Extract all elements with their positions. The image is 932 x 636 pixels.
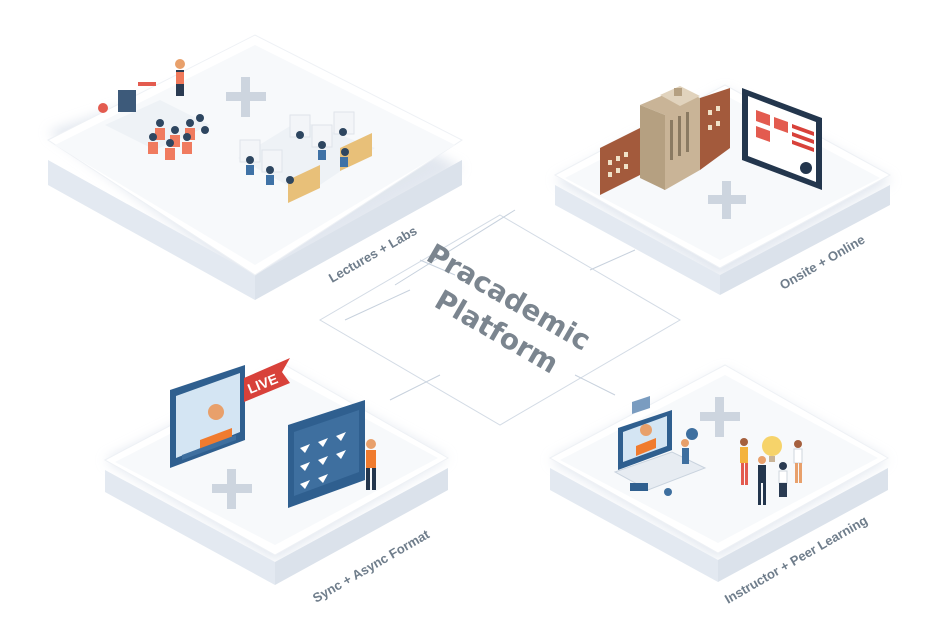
center-grid bbox=[319, 209, 681, 426]
center-title: Pracademic Platform bbox=[421, 237, 596, 380]
university-building-illustration bbox=[600, 86, 730, 195]
card-lectures-labs: Lectures + Labs bbox=[47, 34, 463, 300]
card-instructor-peer: Instructor + Peer Learning bbox=[548, 364, 890, 607]
online-tablet-illustration bbox=[742, 88, 822, 190]
lecture-illustration bbox=[98, 59, 210, 160]
plus-icon bbox=[700, 397, 740, 437]
instructor-laptop-illustration bbox=[613, 396, 707, 496]
plus-icon bbox=[212, 469, 252, 509]
labs-illustration bbox=[238, 111, 375, 203]
card-sync-async: LIVE Sync + Async Format bbox=[103, 358, 450, 606]
live-stream-illustration: LIVE bbox=[170, 358, 290, 468]
peer-learning-illustration bbox=[740, 436, 803, 505]
video-library-illustration bbox=[288, 400, 376, 508]
plus-icon bbox=[226, 77, 266, 117]
plus-icon bbox=[708, 181, 746, 219]
card-onsite-online: Onsite + Online bbox=[553, 84, 892, 295]
